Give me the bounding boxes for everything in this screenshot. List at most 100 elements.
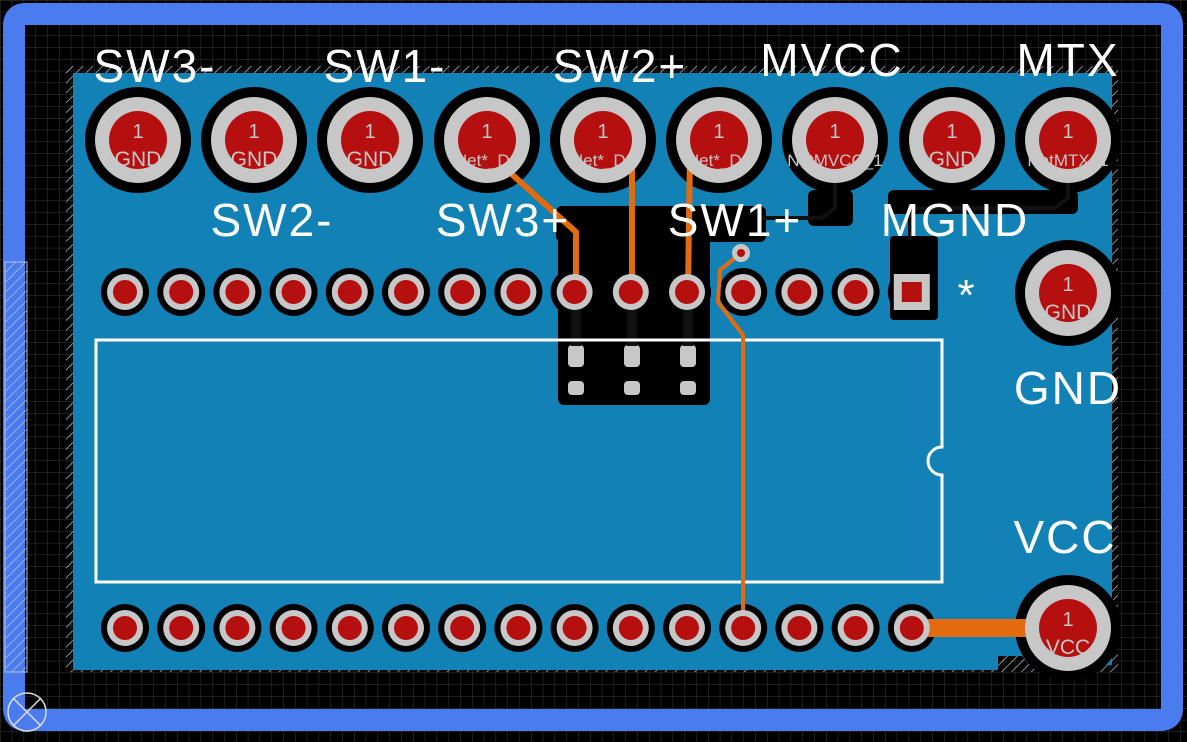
silk-label: MTX	[1016, 34, 1119, 86]
stub-pad	[568, 381, 584, 395]
board-outline	[3, 3, 1183, 731]
traces	[484, 149, 1069, 637]
keepout-area	[4, 261, 28, 673]
silk-label: SW1-	[324, 40, 447, 92]
dip-pad-hole	[562, 280, 587, 304]
silk-label: SW3-	[94, 40, 217, 92]
stub-pads	[568, 308, 696, 395]
dip-pad-hole	[787, 616, 812, 640]
dip-pad-hole	[281, 616, 306, 640]
dip-pad-hole	[787, 280, 812, 304]
pad-number: 1	[597, 121, 608, 143]
pad-number: 1	[829, 121, 840, 143]
pad-net-label: Net*_D4	[455, 151, 519, 170]
dip-pad-hole	[113, 616, 137, 640]
silk-label: SW1+	[668, 194, 803, 246]
via-hole	[737, 249, 745, 257]
stub-trace	[571, 308, 581, 346]
pad-net-label: Net*_D2	[687, 151, 751, 170]
dip-pad-hole	[450, 280, 475, 304]
silk-label: SW3+	[436, 194, 571, 246]
stub-pad	[680, 345, 696, 367]
silk-label: SW2-	[211, 194, 334, 246]
dip-pad-hole	[450, 616, 475, 640]
dip-pad-hole	[843, 280, 868, 304]
dip-pad-hole	[562, 616, 587, 640]
pad-center	[574, 111, 632, 169]
dip-pad-hole	[169, 616, 194, 640]
silk-label: GND	[1014, 362, 1122, 414]
dip-outline	[94, 338, 944, 584]
pad-center	[690, 111, 748, 169]
dip-pad-hole	[618, 616, 643, 640]
pad-center	[1039, 111, 1097, 169]
pad-number: 1	[713, 121, 724, 143]
dip-pad-hole	[731, 280, 756, 304]
dip-pads	[107, 274, 930, 646]
pad-number: 1	[1062, 609, 1073, 631]
origin-marker	[7, 692, 47, 732]
silk-label: VCC	[1013, 511, 1116, 563]
dip-pad-hole	[899, 616, 924, 640]
dip-pad-hole	[169, 280, 194, 304]
dip-pad-hole	[675, 280, 699, 304]
pad-net-label: GND	[1045, 301, 1092, 324]
dip-pad-hole	[618, 280, 643, 304]
trace-d4	[484, 149, 579, 293]
top-connector-pads: 1GND1GND1GND1Net*_D41Net*_D31Net*_D21Net…	[95, 97, 1111, 183]
pad-center	[923, 111, 981, 169]
pad-center	[1039, 599, 1097, 657]
dip-pad-hole	[731, 616, 756, 640]
dip-pad-hole	[113, 280, 137, 304]
pad-number: 1	[364, 121, 375, 143]
pad-center	[109, 111, 167, 169]
pad-net-label: GND	[115, 148, 162, 171]
pad-center	[341, 111, 399, 169]
pad-number: 1	[248, 121, 259, 143]
dip-pad-hole	[394, 616, 418, 640]
dip-pad-hole	[843, 616, 868, 640]
silk-label: MVCC	[760, 34, 903, 86]
stub-trace	[683, 308, 693, 346]
silk-label: MGND	[881, 194, 1030, 246]
pad-net-label: NetMTX_1	[1027, 151, 1108, 170]
pad-net-label: GND	[347, 148, 394, 171]
stub-trace	[627, 308, 637, 346]
dip-pad-hole	[337, 280, 362, 304]
dip-pad-hole	[506, 616, 531, 640]
pad-net-label: VCC	[1046, 636, 1090, 659]
pad-center	[1039, 264, 1097, 322]
pad-center	[225, 111, 283, 169]
dip-pad-hole	[901, 282, 922, 302]
dip-pad-hole	[225, 616, 250, 640]
pad-net-label: Net*_D3	[571, 151, 635, 170]
trace-sw1	[716, 251, 745, 630]
pad-center	[458, 111, 516, 169]
dip-pad-hole	[337, 616, 362, 640]
clearance-zone	[808, 190, 853, 226]
pad-net-label: NetMVCC_1	[787, 151, 882, 170]
pad-number: 1	[481, 121, 492, 143]
dip-pad-hole	[506, 280, 531, 304]
pad-number: 1	[946, 121, 957, 143]
stub-pad	[624, 381, 640, 395]
pad-number: 1	[1062, 121, 1073, 143]
pad-net-label: GND	[929, 148, 976, 171]
stub-pad	[568, 345, 584, 367]
dip-pad-hole	[281, 280, 306, 304]
pad-number: 1	[1062, 274, 1073, 296]
